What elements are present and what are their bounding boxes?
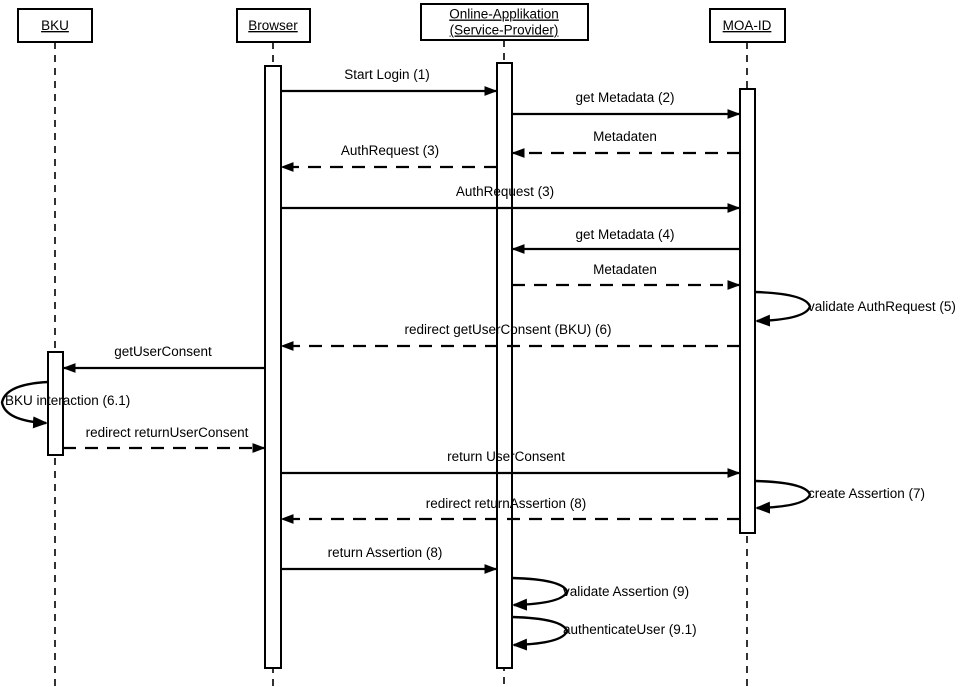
activation-bar-bku[interactable]	[47, 351, 64, 456]
self-message-loop-1	[754, 290, 812, 327]
activation-bar-oa[interactable]	[496, 62, 513, 669]
message-label-6: get Metadata (4)	[575, 227, 674, 242]
self-message-label-2: BKU interaction (6.1)	[5, 393, 130, 408]
message-12[interactable]: redirect returnAssertion (8)	[280, 496, 740, 524]
message-4[interactable]: AuthRequest (3)	[280, 143, 497, 172]
message-label-7: Metadaten	[593, 262, 657, 277]
message-label-3: Metadaten	[593, 129, 657, 144]
message-label-13: return Assertion (8)	[328, 545, 443, 560]
message-13[interactable]: return Assertion (8)	[281, 545, 498, 574]
message-5[interactable]: AuthRequest (3)	[281, 184, 741, 213]
lifeline-label-moaid: MOA-ID	[723, 18, 772, 33]
self-message-5[interactable]: authenticateUser (9.1)	[511, 615, 697, 651]
message-label-11: return UserConsent	[447, 449, 565, 464]
self-message-4[interactable]: validate Assertion (9)	[511, 576, 689, 611]
message-label-2: get Metadata (2)	[575, 90, 674, 105]
message-1[interactable]: Start Login (1)	[281, 67, 498, 96]
message-6[interactable]: get Metadata (4)	[511, 227, 740, 254]
self-message-label-5: authenticateUser (9.1)	[563, 622, 697, 637]
message-8[interactable]: redirect getUserConsent (BKU) (6)	[280, 322, 740, 351]
self-messages-layer: validate AuthRequest (5) BKU interaction …	[0, 290, 956, 651]
activation-bar-moaid[interactable]	[739, 88, 756, 534]
message-9[interactable]: getUserConsent	[62, 344, 265, 373]
self-message-label-1: validate AuthRequest (5)	[808, 299, 956, 314]
activation-bar-browser[interactable]	[264, 65, 282, 669]
message-label-8: redirect getUserConsent (BKU) (6)	[404, 322, 611, 337]
message-7[interactable]: Metadaten	[512, 262, 741, 290]
self-message-loop-4	[511, 576, 569, 611]
message-label-1: Start Login (1)	[344, 67, 430, 82]
self-message-2[interactable]: BKU interaction (6.1)	[0, 380, 130, 429]
message-2[interactable]: get Metadata (2)	[512, 90, 741, 119]
self-message-label-3: create Assertion (7)	[808, 486, 925, 501]
message-label-10: redirect returnUserConsent	[86, 425, 249, 440]
self-message-3[interactable]: create Assertion (7)	[754, 479, 925, 514]
message-11[interactable]: return UserConsent	[281, 449, 741, 478]
message-3[interactable]: Metadaten	[511, 129, 740, 158]
message-label-9: getUserConsent	[114, 344, 212, 359]
self-message-loop-5	[511, 615, 569, 651]
message-10[interactable]: redirect returnUserConsent	[63, 425, 266, 453]
self-message-1[interactable]: validate AuthRequest (5)	[754, 290, 956, 327]
lifeline-box-browser[interactable]	[236, 8, 311, 43]
message-label-12: redirect returnAssertion (8)	[426, 496, 587, 511]
lifeline-label-oa: Online-Applikation(Service-Provider)	[449, 7, 559, 38]
self-message-loop-3	[754, 479, 812, 514]
messages-layer: Start Login (1) get Metadata (2) Metadaten…	[62, 67, 741, 574]
self-message-loop-2	[0, 380, 49, 429]
message-label-5: AuthRequest (3)	[456, 184, 554, 199]
lifeline-moaid[interactable]: MOA-ID	[709, 8, 786, 687]
lifeline-box-moaid[interactable]	[709, 8, 786, 43]
lifeline-bku[interactable]: BKU	[17, 8, 93, 687]
lifeline-label-browser: Browser	[248, 18, 298, 33]
self-message-label-4: validate Assertion (9)	[563, 584, 689, 599]
lifeline-label-bku: BKU	[41, 18, 69, 33]
message-label-4: AuthRequest (3)	[341, 143, 439, 158]
